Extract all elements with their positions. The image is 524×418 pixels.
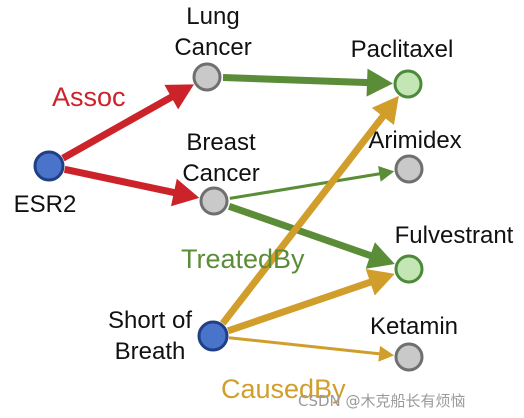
edge-arrowhead	[170, 178, 200, 207]
edges-layer	[61, 68, 399, 362]
edge-line	[63, 165, 177, 197]
node-sob	[197, 320, 229, 352]
node-breast	[199, 186, 229, 216]
edge-line	[222, 74, 370, 87]
node-label-line: Lung	[186, 3, 239, 30]
edge-arrowhead	[164, 84, 194, 110]
node-label-paclitaxel: Paclitaxel	[351, 36, 454, 63]
edge-line	[61, 93, 175, 162]
node-label-line: Fulvestrant	[395, 222, 514, 249]
node-arimidex	[394, 154, 424, 184]
edge-treatedby-4	[227, 202, 395, 269]
node-label-ketamin: Ketamin	[370, 313, 458, 340]
node-label-line: Arimidex	[368, 127, 461, 154]
node-label-line: Cancer	[182, 160, 259, 187]
node-label-line: Ketamin	[370, 313, 458, 340]
edge-arrowhead	[365, 242, 395, 269]
edge-treatedby-3	[229, 165, 395, 200]
node-lung	[192, 62, 222, 92]
relation-label-treated-by: TreatedBy	[181, 244, 305, 274]
edge-causedby-7	[228, 336, 395, 362]
edge-assoc-1	[63, 165, 200, 207]
edge-line	[227, 202, 374, 260]
edge-arrowhead	[378, 165, 395, 182]
edge-line	[228, 336, 382, 356]
node-label-arimidex: Arimidex	[368, 127, 461, 154]
node-label-line: Breast	[186, 129, 256, 156]
relation-label-caused-by: CausedBy	[221, 374, 346, 404]
edge-line	[229, 172, 382, 200]
node-label-line: Breath	[115, 338, 186, 365]
edge-line	[220, 112, 387, 326]
nodes-layer	[33, 62, 424, 372]
node-label-sob: Short of Breath	[108, 307, 192, 365]
edge-causedby-5	[220, 95, 399, 326]
watermark-text: CSDN @木克船长有烦恼	[298, 392, 466, 410]
edge-causedby-6	[227, 269, 395, 335]
node-label-esr2: ESR2	[14, 191, 77, 218]
edge-line	[227, 278, 374, 335]
edge-arrowhead	[365, 269, 395, 296]
edge-arrowhead	[371, 95, 399, 125]
node-label-line: Cancer	[174, 34, 251, 61]
node-ketamin	[394, 342, 424, 372]
edge-assoc-0	[61, 84, 194, 162]
node-paclitaxel	[393, 69, 423, 99]
edge-arrowhead	[366, 68, 394, 97]
node-fulvestrant	[394, 254, 424, 284]
node-label-fulvestrant: Fulvestrant	[395, 222, 514, 249]
node-label-line: Paclitaxel	[351, 36, 454, 63]
relation-label-assoc: Assoc	[52, 82, 126, 112]
edge-treatedby-2	[222, 68, 394, 97]
edge-arrowhead	[378, 345, 395, 362]
node-label-line: Short of	[108, 307, 192, 334]
node-esr2	[33, 150, 65, 182]
node-label-line: ESR2	[14, 191, 77, 218]
